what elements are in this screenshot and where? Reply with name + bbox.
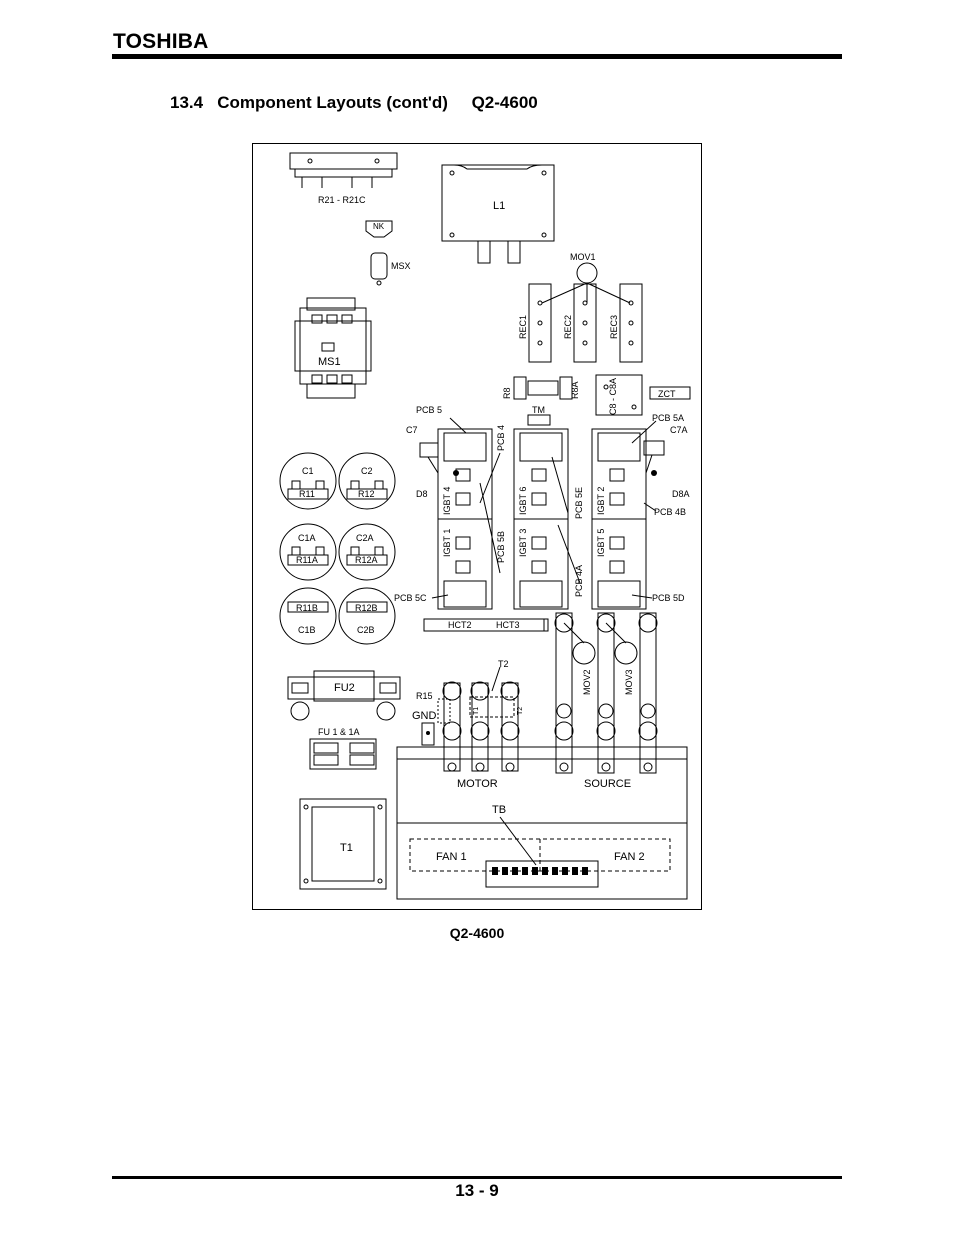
label-pcb4b: PCB 4B [654, 507, 686, 517]
label-pcb5b: PCB 5B [496, 531, 506, 563]
label-gnd: GND [412, 710, 437, 722]
label-c7: C7 [406, 425, 418, 435]
label-ms1: MS1 [318, 356, 341, 368]
label-d8: D8 [416, 489, 428, 499]
label-r12b: R12B [355, 603, 378, 613]
brand-name: TOSHIBA [113, 30, 209, 53]
label-fu2: FU2 [334, 682, 355, 694]
page-number: 13 - 9 [455, 1181, 499, 1200]
label-r15: R15 [416, 691, 433, 701]
label-zct: ZCT [658, 389, 676, 399]
label-c2: C2 [361, 466, 373, 476]
label-pcb4: PCB 4 [496, 425, 506, 451]
label-pcb5d: PCB 5D [652, 593, 685, 603]
label-r8a: R8A [570, 381, 580, 399]
label-t1-small: T1 [473, 707, 480, 715]
label-d8a: D8A [672, 489, 690, 499]
label-pcb4a: PCB 4A [574, 565, 584, 597]
label-t1: T1 [340, 842, 353, 854]
label-r11a: R11A [296, 555, 318, 565]
label-pcb5: PCB 5 [416, 405, 442, 415]
label-mov2: MOV2 [582, 669, 592, 695]
label-c2b: C2B [357, 625, 375, 635]
label-igbt6: IGBT 6 [518, 487, 528, 515]
label-r12a: R12A [355, 555, 378, 565]
label-r11: R11 [299, 489, 315, 499]
label-r12: R12 [358, 489, 375, 499]
label-mov3: MOV3 [624, 669, 634, 695]
label-tb: TB [492, 804, 506, 816]
label-fu1: FU 1 & 1A [318, 727, 360, 737]
label-c8: C8 - C8A [608, 378, 618, 415]
label-pcb5c: PCB 5C [394, 593, 427, 603]
label-r21: R21 - R21C [318, 195, 366, 205]
label-r8: R8 [502, 387, 512, 399]
label-mov1: MOV1 [570, 252, 596, 262]
label-igbt5: IGBT 5 [596, 529, 606, 557]
label-rec1: REC1 [518, 315, 528, 339]
section-title-text: Component Layouts (cont'd) [217, 93, 448, 112]
label-c7a: C7A [670, 425, 688, 435]
label-pcb5a: PCB 5A [652, 413, 684, 423]
label-t2: T2 [498, 659, 509, 669]
label-hct2: HCT2 [448, 620, 472, 630]
label-c1a: C1A [298, 533, 316, 543]
label-rec2: REC2 [563, 315, 573, 339]
footer-rule [112, 1176, 842, 1179]
label-c2a: C2A [356, 533, 374, 543]
label-igbt1: IGBT 1 [442, 529, 452, 557]
label-c1b: C1B [298, 625, 316, 635]
label-pcb5e: PCB 5E [574, 487, 584, 519]
label-source: SOURCE [584, 778, 631, 790]
header-rule [112, 54, 842, 59]
label-l1: L1 [493, 200, 505, 212]
label-tm: TM [532, 405, 545, 415]
section-number: 13.4 [170, 93, 204, 112]
component-layout-diagram: R21 - R21C L1 NK MSX MOV1 REC1 REC2 REC3… [252, 143, 702, 910]
label-motor: MOTOR [457, 778, 498, 790]
label-msx: MSX [391, 261, 411, 271]
label-hct3: HCT3 [496, 620, 520, 630]
label-nk: NK [373, 222, 385, 231]
label-rec3: REC3 [609, 315, 619, 339]
label-c1: C1 [302, 466, 314, 476]
section-heading: 13.4 Component Layouts (cont'd) Q2-4600 [170, 93, 538, 113]
section-model: Q2-4600 [471, 93, 538, 112]
label-t2-small: T2 [517, 707, 524, 715]
label-r11b: R11B [296, 603, 318, 613]
label-igbt4: IGBT 4 [442, 487, 452, 515]
label-fan2: FAN 2 [614, 851, 645, 863]
label-igbt3: IGBT 3 [518, 529, 528, 557]
label-fan1: FAN 1 [436, 851, 467, 863]
label-igbt2: IGBT 2 [596, 487, 606, 515]
figure-caption: Q2-4600 [449, 925, 505, 941]
